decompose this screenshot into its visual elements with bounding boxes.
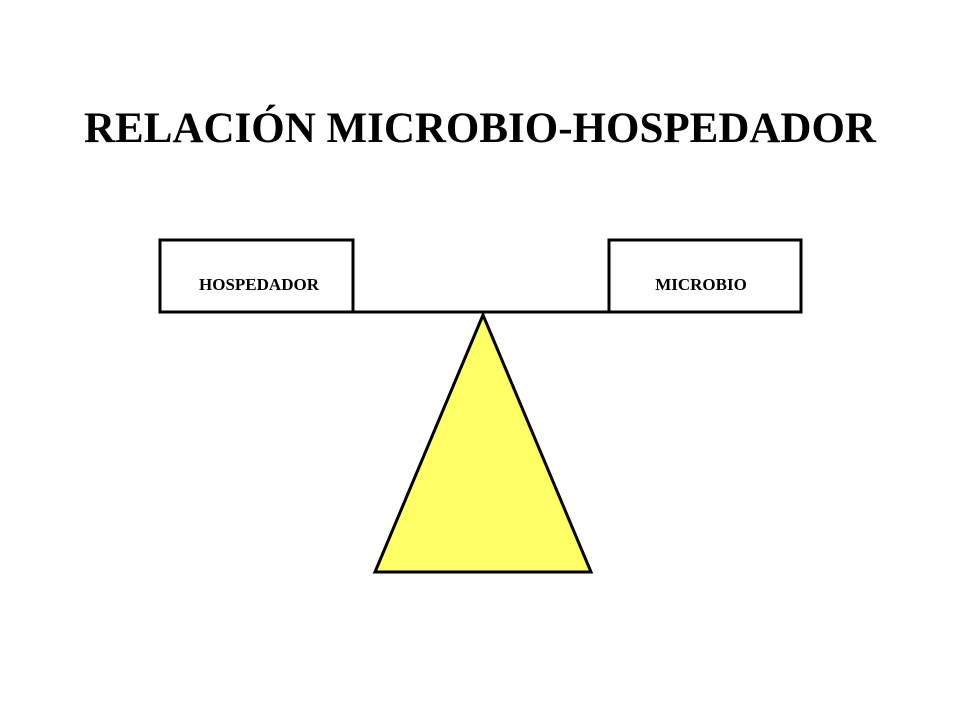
host-box-frame [158,238,355,314]
microbe-box: MICROBIO [607,238,803,314]
microbe-box-frame [607,238,803,314]
microbe-box-label: MICROBIO [655,275,747,294]
host-box: HOSPEDADOR [158,238,355,314]
host-box-label: HOSPEDADOR [199,275,320,294]
fulcrum-triangle [372,311,594,574]
slide-title: RELACIÓN MICROBIO-HOSPEDADOR [84,105,876,152]
